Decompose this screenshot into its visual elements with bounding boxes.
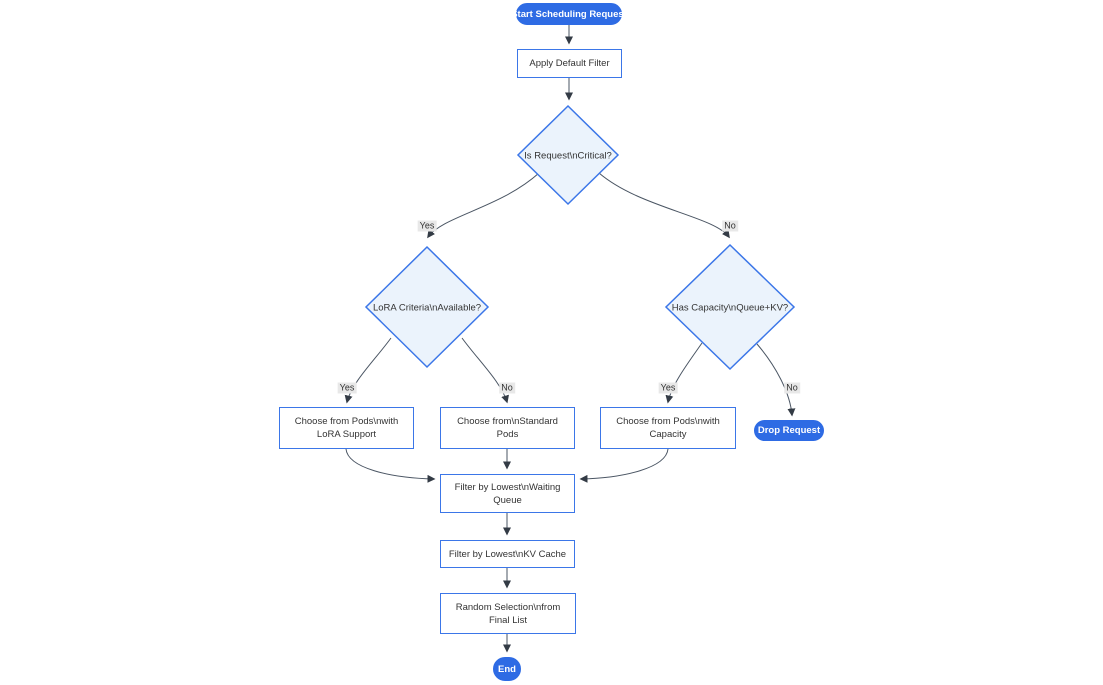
node-filter-kv-cache-label: Filter by Lowest\nKV Cache bbox=[448, 548, 567, 560]
decision-diamond-critical bbox=[516, 104, 620, 206]
edge-label-capacity-yes: Yes bbox=[658, 382, 678, 394]
edge-critical-no-capacity bbox=[598, 172, 730, 239]
edge-lora-yes-chooselora bbox=[344, 337, 392, 404]
node-choose-lora-pods: Choose from Pods\nwith LoRA Support bbox=[279, 407, 414, 449]
edge-choosecap-filterqueue bbox=[579, 448, 669, 483]
edge-capacity-yes-choosecap bbox=[665, 342, 703, 404]
edge-capacity-no-drop bbox=[756, 343, 796, 417]
node-filter-waiting-queue-line2: Queue bbox=[493, 494, 522, 506]
edge-label-lora-yes: Yes bbox=[337, 382, 357, 394]
node-choose-lora-pods-line2: LoRA Support bbox=[316, 429, 377, 440]
node-start: Start Scheduling Request bbox=[511, 3, 627, 25]
edge-label-critical-yes: Yes bbox=[417, 220, 437, 232]
node-choose-capacity-pods-line2: Capacity bbox=[649, 429, 687, 440]
decision-diamond-lora bbox=[364, 245, 490, 369]
node-filter-waiting-queue: Filter by Lowest\nWaiting Queue bbox=[440, 474, 575, 513]
node-choose-standard-pods-line1: Choose from\nStandard bbox=[457, 416, 558, 427]
node-filter-waiting-queue-line1: Filter by Lowest\nWaiting bbox=[454, 481, 561, 493]
decision-diamond-capacity bbox=[664, 243, 796, 371]
node-drop-request-label: Drop Request bbox=[757, 425, 821, 436]
node-random-selection-line2: Final List bbox=[488, 614, 527, 626]
node-has-capacity-label: Has Capacity\nQueue+KV? bbox=[671, 302, 789, 314]
edge-lora-no-choosestandard bbox=[461, 337, 509, 404]
node-choose-standard-pods-line2: Pods bbox=[496, 429, 519, 440]
node-choose-capacity-pods-line1: Choose from Pods\nwith bbox=[616, 416, 720, 427]
edge-label-critical-no: No bbox=[722, 220, 738, 232]
edge-label-lora-no: No bbox=[499, 382, 515, 394]
node-random-selection-line1: Random Selection\nfrom bbox=[455, 601, 561, 613]
node-start-label: Start Scheduling Request bbox=[511, 8, 627, 20]
edge-label-capacity-no: No bbox=[784, 382, 800, 394]
edge-chooselora-filterqueue bbox=[345, 448, 436, 483]
node-apply-default-filter-label: Apply Default Filter bbox=[529, 58, 610, 69]
node-is-critical-label: Is Request\nCritical? bbox=[524, 150, 612, 162]
node-drop-request: Drop Request bbox=[754, 420, 824, 441]
node-choose-lora-pods-line1: Choose from Pods\nwith bbox=[294, 416, 399, 427]
node-choose-capacity-pods: Choose from Pods\nwith Capacity bbox=[600, 407, 736, 449]
node-random-selection: Random Selection\nfrom Final List bbox=[440, 593, 576, 634]
node-choose-standard-pods: Choose from\nStandard Pods bbox=[440, 407, 575, 449]
node-lora-criteria-label: LoRA Criteria\nAvailable? bbox=[372, 302, 482, 314]
node-end: End bbox=[493, 657, 521, 681]
edge-critical-yes-lora bbox=[427, 172, 540, 239]
node-filter-kv-cache: Filter by Lowest\nKV Cache bbox=[440, 540, 575, 568]
node-apply-default-filter: Apply Default Filter bbox=[517, 49, 622, 78]
node-end-label: End bbox=[498, 663, 516, 675]
